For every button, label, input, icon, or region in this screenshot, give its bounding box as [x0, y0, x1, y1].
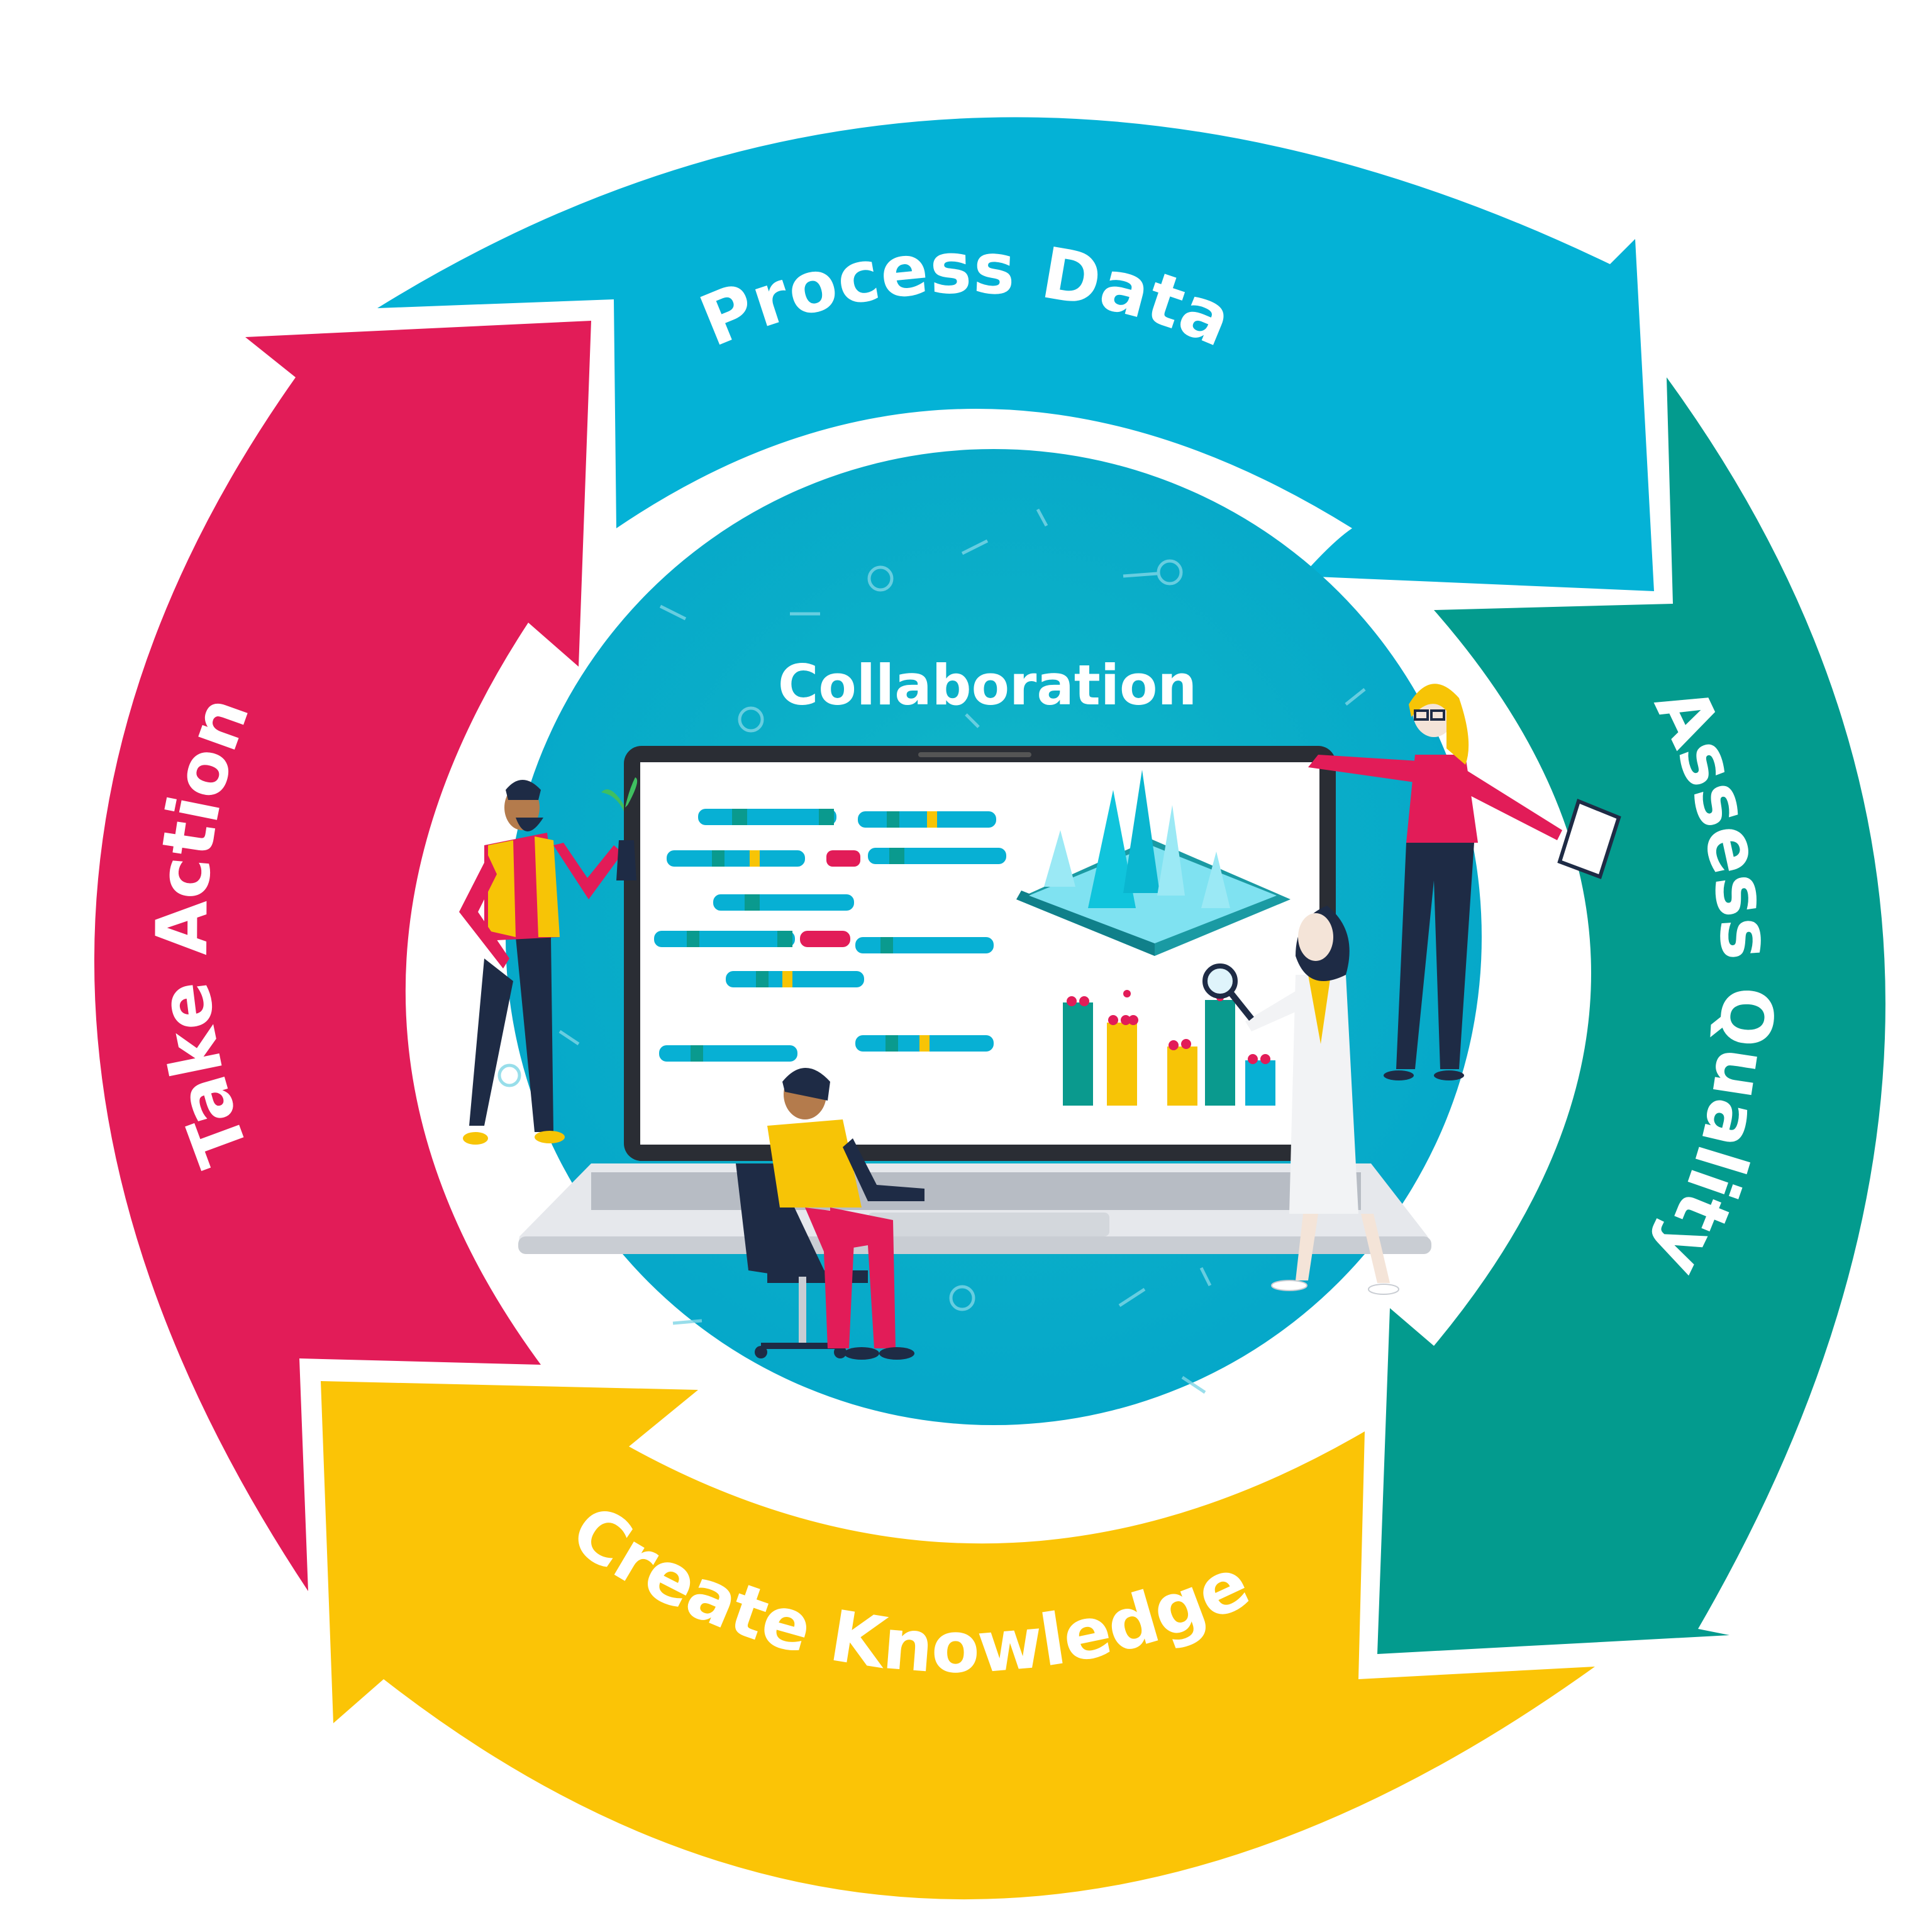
center-label: Collaboration — [778, 653, 1197, 718]
arrow-process-data — [377, 117, 1654, 591]
laptop-touchpad — [868, 1213, 1109, 1236]
arrow-create-knowledge — [321, 1381, 1595, 1900]
laptop-camera — [918, 752, 1031, 757]
screen-bar-chart — [1063, 990, 1275, 1106]
arrow-take-action — [94, 321, 591, 1591]
person-man-with-plant — [459, 777, 638, 1145]
background-decorations — [497, 508, 1366, 1394]
laptop-keyboard — [591, 1172, 1361, 1210]
person-woman-with-clipboard — [1308, 684, 1621, 1080]
person-scientist-with-magnifier — [1202, 906, 1399, 1295]
person-seated-man — [736, 1068, 924, 1360]
screen-3d-peak-chart — [1016, 770, 1291, 956]
screen-gene-tracks — [654, 809, 1006, 1062]
arrow-assess-quality — [1377, 377, 1885, 1654]
